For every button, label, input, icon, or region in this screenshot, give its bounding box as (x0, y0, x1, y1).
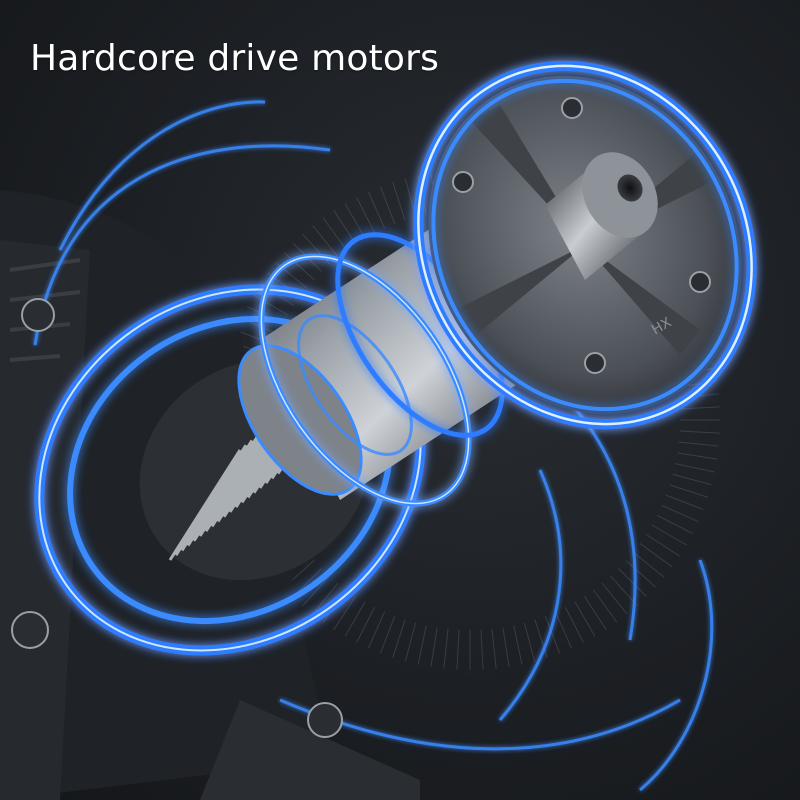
tick-mark (651, 524, 687, 546)
coil-wire (198, 425, 272, 537)
tick-mark (356, 197, 376, 234)
tick-mark (675, 463, 715, 473)
tick-mark (312, 225, 339, 258)
tick-mark (523, 622, 536, 662)
tick-mark (665, 494, 704, 511)
tick-mark (610, 575, 638, 607)
tick-mark (502, 627, 510, 668)
coil-wire (180, 439, 254, 552)
headline: Hardcore drive motors (30, 38, 440, 79)
tick-mark (333, 595, 357, 630)
screw-icon (11, 298, 343, 738)
tick-mark (392, 619, 406, 658)
tick-mark (367, 611, 386, 649)
tick-mark (417, 625, 427, 665)
tick-mark (456, 629, 460, 670)
tick-mark (583, 595, 607, 630)
coil-wire (192, 429, 266, 542)
tick-mark (574, 601, 596, 637)
tick-mark (679, 430, 720, 434)
coil-wire (168, 449, 242, 561)
tick-mark (302, 575, 330, 607)
tick-mark (679, 406, 720, 410)
tick-mark (356, 606, 376, 643)
tick-mark (513, 625, 523, 665)
tick-mark (639, 543, 673, 568)
tick-mark (564, 606, 584, 643)
tick-mark (669, 484, 708, 498)
tick-mark (645, 533, 680, 557)
tick-mark (367, 191, 386, 229)
tick-mark (678, 441, 719, 447)
tick-mark (430, 627, 438, 668)
tick-mark (344, 601, 366, 637)
tick-mark (333, 210, 357, 245)
screw-icon (452, 97, 711, 374)
tick-mark (253, 294, 289, 316)
tick-mark (632, 551, 665, 578)
tick-mark (480, 629, 484, 670)
tick-mark (593, 589, 618, 623)
tick-mark (344, 203, 366, 239)
motor-end-cap: HX (428, 75, 742, 415)
tick-mark (656, 514, 693, 534)
tick-mark (312, 582, 339, 615)
tick-mark (661, 504, 699, 523)
tick-mark (625, 560, 657, 588)
tick-mark (322, 217, 347, 251)
tick-mark (534, 619, 548, 658)
tick-mark (672, 473, 712, 486)
tick-mark (677, 452, 718, 460)
tick-mark (618, 568, 648, 598)
tick-mark (379, 615, 396, 654)
tick-mark (554, 611, 573, 649)
tick-mark (601, 582, 628, 615)
tick-mark (443, 628, 449, 669)
tick-mark (544, 615, 561, 654)
coil-wire (174, 444, 248, 557)
energy-ring-front (413, 60, 757, 430)
tick-mark (404, 622, 417, 662)
tick-mark (283, 252, 315, 280)
tick-mark (392, 182, 406, 221)
tick-mark (379, 186, 396, 225)
coil-wire (186, 434, 260, 547)
tick-mark (491, 628, 497, 669)
